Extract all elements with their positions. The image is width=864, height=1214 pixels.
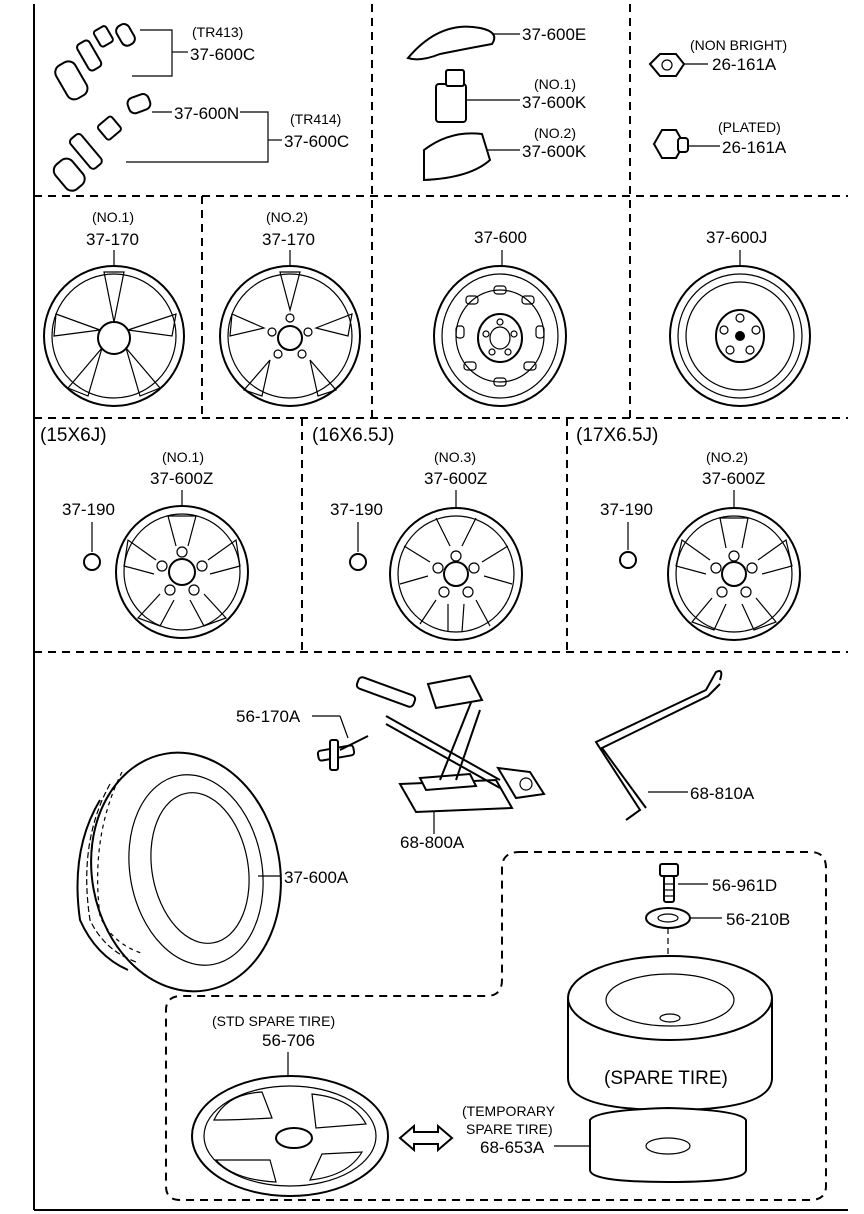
label-std-spare-tire: (STD SPARE TIRE) <box>212 1013 335 1029</box>
label-plated: (PLATED) <box>718 119 781 135</box>
wheel-cover-no2 <box>219 265 361 407</box>
label-spare-tire-close: SPARE TIRE) <box>466 1121 553 1137</box>
label-tr414: (TR414) <box>290 111 341 127</box>
label-temporary: (TEMPORARY <box>462 1103 556 1119</box>
label-37-600A: 37-600A <box>284 868 349 887</box>
valve-stem-tr414 <box>52 93 152 192</box>
section-borders <box>33 4 848 1211</box>
label-68-653A: 68-653A <box>480 1138 545 1157</box>
steel-wheel <box>433 265 567 407</box>
label-spare-tire: (SPARE TIRE) <box>604 1068 728 1089</box>
center-cap-15 <box>83 553 101 571</box>
label-37-600: 37-600 <box>474 228 527 247</box>
label-37-600C-a: 37-600C <box>190 45 255 64</box>
label-no2-170: (NO.2) <box>266 209 308 225</box>
spare-tire-kit-outline <box>165 851 827 1201</box>
label-37-170-b: 37-170 <box>262 230 315 249</box>
interchange-arrow-icon <box>398 1123 454 1153</box>
label-37-600Z-a: 37-600Z <box>150 469 213 488</box>
alloy-wheel-16x6.5j <box>389 507 523 641</box>
temporary-spare-tire-base <box>589 1106 747 1184</box>
leader-56-170A-v <box>339 715 349 739</box>
std-spare-wheel <box>191 1075 389 1197</box>
label-68-800A: 68-800A <box>400 833 465 852</box>
tire <box>76 751 282 993</box>
label-no3-z: (NO.3) <box>434 449 476 465</box>
spare-tire-clamp <box>645 907 691 929</box>
balance-weight-k1 <box>435 69 467 123</box>
lug-nut-plated <box>652 129 689 159</box>
alloy-wheel-15x6j <box>115 505 249 639</box>
label-56-961D: 56-961D <box>712 876 777 895</box>
temporary-spare-wheel <box>669 265 811 407</box>
balance-weight-k2 <box>423 132 492 182</box>
jack-handle-tool <box>316 735 369 771</box>
label-37-600E: 37-600E <box>522 25 586 44</box>
label-37-600Z-c: 37-600Z <box>702 469 765 488</box>
scissor-jack <box>355 674 546 814</box>
label-26-161A-b: 26-161A <box>722 138 787 157</box>
label-37-190-a: 37-190 <box>62 500 115 519</box>
label-non-bright: (NON BRIGHT) <box>690 37 787 53</box>
label-37-190-c: 37-190 <box>600 500 653 519</box>
valve-stem-tr413 <box>54 23 136 101</box>
label-size-16: (16X6.5J) <box>312 425 394 446</box>
label-size-17: (17X6.5J) <box>576 425 658 446</box>
leader-tr413 <box>132 29 173 77</box>
spare-tire-bolt <box>659 863 679 903</box>
label-56-170A: 56-170A <box>236 707 301 726</box>
label-37-600K-b: 37-600K <box>522 142 587 161</box>
label-37-600C-b: 37-600C <box>284 132 349 151</box>
balance-weight-e <box>406 25 496 61</box>
label-no1-z: (NO.1) <box>162 449 204 465</box>
label-no2-z: (NO.2) <box>706 449 748 465</box>
label-tr413: (TR413) <box>192 24 243 40</box>
label-no1-170: (NO.1) <box>92 209 134 225</box>
label-56-210B: 56-210B <box>726 910 790 929</box>
label-37-170-a: 37-170 <box>86 230 139 249</box>
center-cap-17 <box>619 551 637 569</box>
lug-nut-non-bright <box>648 53 686 77</box>
label-37-600N: 37-600N <box>174 104 239 123</box>
wheel-cover-no1 <box>43 265 185 407</box>
center-cap-16 <box>349 553 367 571</box>
label-26-161A-a: 26-161A <box>712 55 777 74</box>
label-37-600Z-b: 37-600Z <box>424 469 487 488</box>
label-no1-k: (NO.1) <box>534 76 576 92</box>
wheel-lug-wrench <box>594 670 723 821</box>
label-68-810A: 68-810A <box>690 784 755 803</box>
alloy-wheel-17x6.5j <box>667 507 801 641</box>
label-56-706: 56-706 <box>262 1031 315 1050</box>
label-37-600K-a: 37-600K <box>522 93 587 112</box>
label-37-190-b: 37-190 <box>330 500 383 519</box>
label-37-600J: 37-600J <box>706 228 767 247</box>
leader-tr414 <box>126 111 269 163</box>
label-size-15: (15X6J) <box>40 425 107 446</box>
label-no2-k: (NO.2) <box>534 125 576 141</box>
